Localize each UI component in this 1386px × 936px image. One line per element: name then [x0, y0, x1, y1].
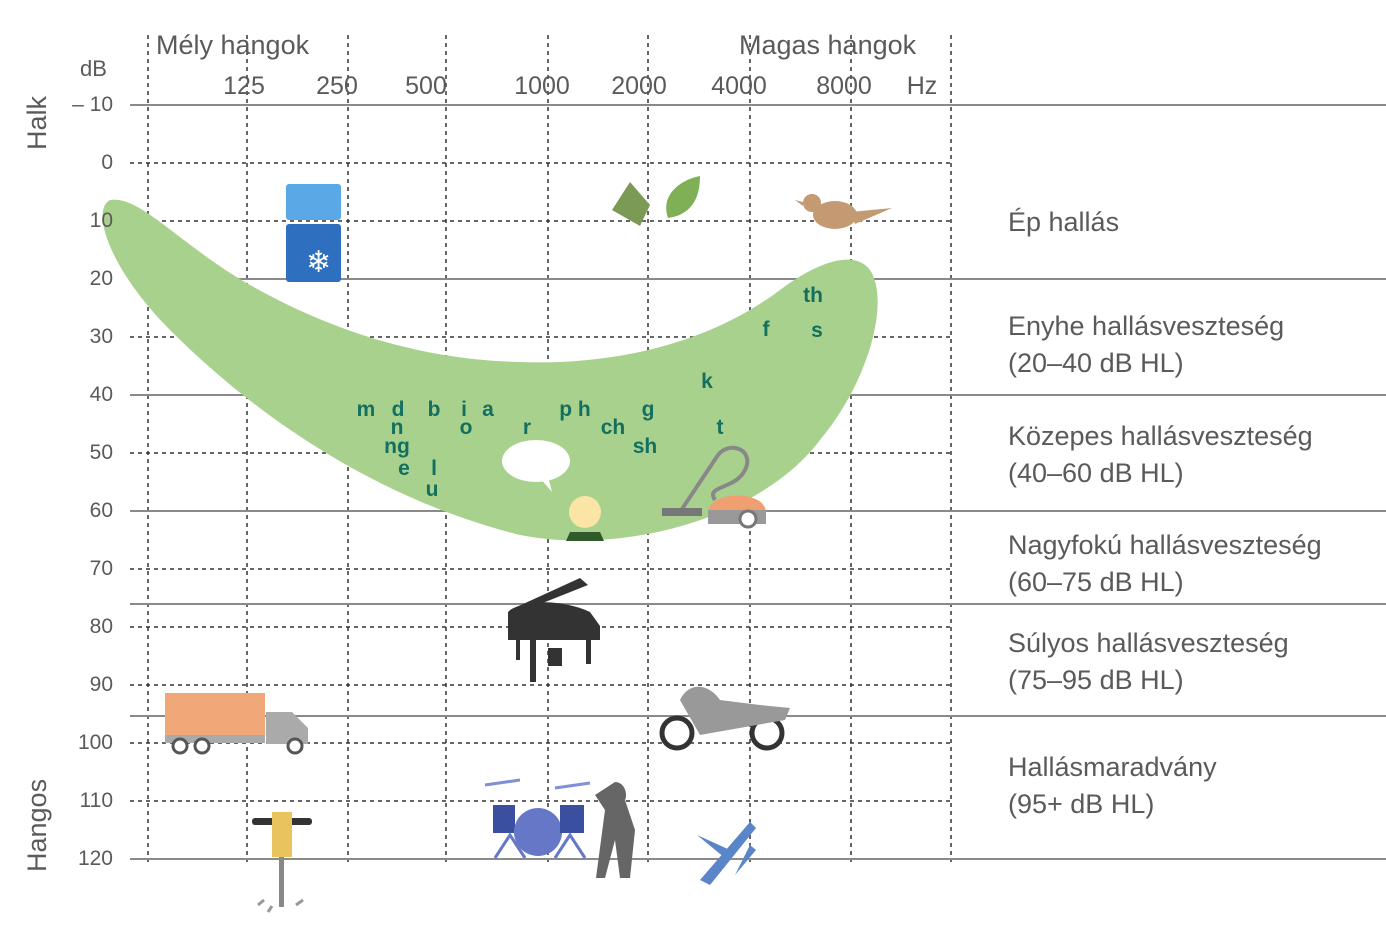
category-line1: Enyhe hallásveszteség: [1008, 311, 1285, 341]
speech-banana: [102, 199, 878, 541]
category-line1: Ép hallás: [1008, 207, 1120, 237]
quiet-side-label: Halk: [22, 95, 52, 150]
high-frequencies-label: Magas hangok: [739, 30, 917, 60]
db-tick-label: 20: [89, 267, 113, 290]
db-tick-label: 50: [89, 441, 113, 464]
hearing-category-label: Hallásmaradvány (95+ dB HL): [1008, 749, 1217, 823]
vacuum-cleaner-icon: [662, 445, 766, 529]
hz-unit-label: Hz: [906, 72, 938, 100]
phoneme-label: f: [762, 318, 770, 341]
frequency-tick-label: 1000: [514, 72, 570, 100]
db-tick-label: – 10: [72, 93, 113, 116]
category-line1: Súlyos hallásveszteség: [1008, 628, 1289, 658]
phoneme-label: k: [701, 370, 713, 393]
phoneme-label: ng: [384, 435, 410, 458]
jackhammer-icon: [252, 812, 312, 913]
phoneme-label: u: [425, 478, 439, 501]
phoneme-label: p h: [559, 398, 591, 421]
db-tick-label: 90: [89, 673, 113, 696]
frequency-tick-label: 250: [316, 72, 358, 100]
category-line2: (75–95 dB HL): [1008, 665, 1184, 695]
frequency-tick-label: 4000: [711, 72, 767, 100]
refrigerator-icon: ❄: [286, 184, 341, 282]
speech-bubble-icon: [502, 440, 570, 492]
phoneme-label: r: [522, 416, 532, 439]
phoneme-label: n: [390, 416, 404, 439]
phoneme-label: i: [461, 398, 467, 421]
phoneme-label: g: [641, 398, 655, 421]
truck-icon: [165, 693, 308, 755]
hearing-category-label: Nagyfokú hallásveszteség (60–75 dB HL): [1008, 527, 1322, 601]
hearing-category-label: Súlyos hallásveszteség (75–95 dB HL): [1008, 625, 1289, 699]
category-line2: (95+ dB HL): [1008, 789, 1155, 819]
leaves-icon: [612, 176, 700, 226]
db-tick-label: 40: [89, 383, 113, 406]
hearing-category-label: Ép hallás: [1008, 204, 1119, 241]
category-line1: Hallásmaradvány: [1008, 752, 1217, 782]
phoneme-label: th: [803, 284, 823, 307]
category-line2: (20–40 dB HL): [1008, 348, 1184, 378]
piano-icon: [508, 578, 600, 682]
category-line2: (60–75 dB HL): [1008, 567, 1184, 597]
frequency-tick-label: 125: [223, 72, 265, 100]
airplane-icon: [697, 822, 756, 885]
db-tick-label: 80: [89, 615, 113, 638]
phoneme-label: b: [427, 398, 441, 421]
category-line1: Nagyfokú hallásveszteség: [1008, 530, 1322, 560]
phoneme-label: t: [716, 416, 724, 439]
motorcycle-icon: [659, 686, 790, 751]
phoneme-label: e: [398, 457, 410, 480]
hearing-category-label: Enyhe hallásveszteség (20–40 dB HL): [1008, 308, 1284, 382]
phoneme-label: s: [811, 319, 823, 342]
db-tick-label: 0: [101, 151, 113, 174]
lamp-icon: [566, 496, 604, 541]
db-tick-label: 70: [89, 557, 113, 580]
svg-text:❄: ❄: [306, 245, 331, 280]
phoneme-label: d: [391, 398, 405, 421]
category-line1: Közepes hallásveszteség: [1008, 421, 1313, 451]
db-tick-label: 110: [79, 789, 113, 812]
drums-and-singer-icon: [484, 778, 635, 878]
phoneme-label: sh: [632, 435, 658, 458]
db-unit-label: dB: [80, 56, 107, 81]
phoneme-label: l: [431, 457, 437, 480]
frequency-tick-label: 500: [405, 72, 447, 100]
db-tick-label: 100: [77, 731, 113, 754]
bird-icon: [795, 194, 892, 229]
category-line2: (40–60 dB HL): [1008, 458, 1184, 488]
db-tick-label: 60: [89, 499, 113, 522]
frequency-tick-label: 8000: [816, 72, 872, 100]
db-tick-label: 10: [89, 209, 113, 232]
phoneme-label: ch: [600, 416, 626, 439]
phoneme-label: a: [482, 398, 494, 421]
db-tick-label: 120: [77, 847, 113, 870]
phoneme-label: o: [459, 416, 473, 439]
frequency-tick-label: 2000: [611, 72, 667, 100]
loud-side-label: Hangos: [22, 778, 52, 872]
low-frequencies-label: Mély hangok: [156, 30, 310, 60]
db-tick-label: 30: [89, 325, 113, 348]
phoneme-label: m: [356, 398, 376, 421]
hearing-category-label: Közepes hallásveszteség (40–60 dB HL): [1008, 418, 1313, 492]
